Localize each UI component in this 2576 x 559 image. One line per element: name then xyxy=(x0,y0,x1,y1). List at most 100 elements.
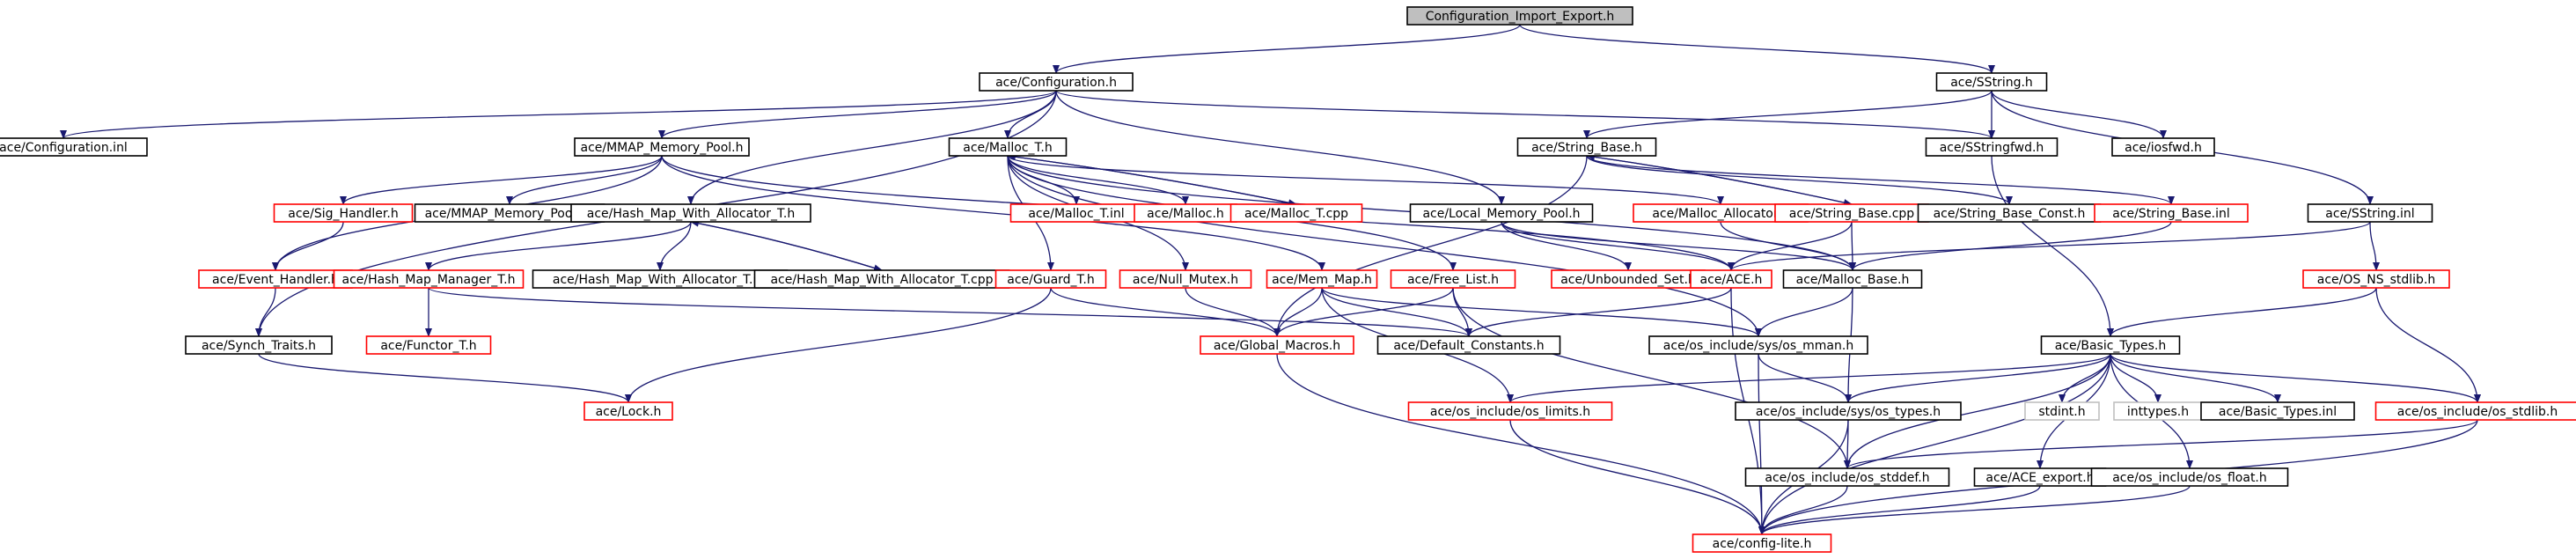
node-label: ace/Global_Macros.h xyxy=(1214,339,1340,353)
node-box xyxy=(574,137,750,157)
node-label: ace/Unbounded_Set.h xyxy=(1560,273,1696,287)
node-box xyxy=(333,269,525,289)
node-box xyxy=(365,335,492,355)
node-hmm-t-h[interactable]: ace/Hash_Map_Manager_T.h xyxy=(333,269,525,289)
edge-ace-export-h-to-config-lite-h xyxy=(1758,485,2041,535)
node-mem-map-h[interactable]: ace/Mem_Map.h xyxy=(1266,269,1378,289)
node-guard-t-h[interactable]: ace/Guard_T.h xyxy=(994,269,1107,289)
edge-free-list-h-to-global-macros-h xyxy=(1273,287,1454,337)
node-event-handler-h[interactable]: ace/Event_Handler.h xyxy=(198,269,353,289)
node-hmwa-cpp[interactable]: ace/Hash_Map_With_Allocator_T.cpp xyxy=(753,269,1010,289)
node-global-macros-h[interactable]: ace/Global_Macros.h xyxy=(1200,335,1354,355)
edge-os-mman-h-to-config-lite-h xyxy=(1758,353,1765,535)
node-string-base-inl[interactable]: ace/String_Base.inl xyxy=(2094,203,2249,223)
node-os-float-h[interactable]: ace/os_include/os_float.h xyxy=(2090,467,2289,487)
node-label: ace/Configuration.h xyxy=(995,76,1117,90)
node-malloc-h[interactable]: ace/Malloc.h xyxy=(1134,203,1237,223)
node-label: ace/Hash_Map_With_Allocator_T.h xyxy=(587,207,795,221)
node-label: ace/Default_Constants.h xyxy=(1393,339,1544,353)
node-string-base-cpp[interactable]: ace/String_Base.cpp xyxy=(1774,203,1929,223)
edge-mem-map-h-to-os-mman-h xyxy=(1321,287,1762,337)
node-default-constants-h[interactable]: ace/Default_Constants.h xyxy=(1376,335,1561,355)
edge-null-mutex-h-to-global-macros-h xyxy=(1185,287,1281,337)
node-malloc-t-cpp[interactable]: ace/Malloc_T.cpp xyxy=(1229,203,1363,223)
node-cfg-inl[interactable]: ace/Configuration.inl xyxy=(0,137,148,157)
edge-sstring-inl-to-ace-h xyxy=(1728,221,2371,271)
edge-root-to-cfg-h xyxy=(1053,24,1521,74)
node-hmwa-h[interactable]: ace/Hash_Map_With_Allocator_T.h xyxy=(570,203,811,223)
node-local-pool-h[interactable]: ace/Local_Memory_Pool.h xyxy=(1409,203,1594,223)
node-stdint-h: stdint.h xyxy=(2024,401,2100,421)
node-malloc-t-inl[interactable]: ace/Malloc_T.inl xyxy=(1009,203,1143,223)
edge-string-base-h-to-global-macros-h xyxy=(1273,155,1588,337)
edge-guard-t-h-to-global-macros-h xyxy=(1050,287,1281,337)
node-iosfwd-h[interactable]: ace/iosfwd.h xyxy=(2111,137,2215,157)
node-box xyxy=(1266,269,1378,289)
node-box xyxy=(2374,401,2576,421)
node-box xyxy=(1735,401,1962,421)
node-label: ace/SStringfwd.h xyxy=(1940,141,2044,155)
node-malloc-base-h[interactable]: ace/Malloc_Base.h xyxy=(1782,269,1923,289)
node-label: ace/Malloc_Base.h xyxy=(1796,273,1910,287)
node-box xyxy=(1690,269,1772,289)
node-null-mutex-h[interactable]: ace/Null_Mutex.h xyxy=(1119,269,1252,289)
node-sig-handler-h[interactable]: ace/Sig_Handler.h xyxy=(273,203,414,223)
node-label: ace/Malloc_T.cpp xyxy=(1244,207,1348,221)
node-mmap-pool-h[interactable]: ace/MMAP_Memory_Pool.h xyxy=(574,137,750,157)
node-label: ace/iosfwd.h xyxy=(2125,141,2202,155)
node-string-base-h[interactable]: ace/String_Base.h xyxy=(1516,137,1657,157)
edge-cfg-h-to-local-pool-h xyxy=(1055,90,1505,205)
node-hmwa-inl[interactable]: ace/Hash_Map_With_Allocator_T.inl xyxy=(532,269,789,289)
edge-os-ns-stdlib-h-to-os-stdlib-h xyxy=(2375,287,2481,403)
node-lock-h[interactable]: ace/Lock.h xyxy=(583,401,673,421)
edge-os-ns-stdlib-h-to-basic-types-h xyxy=(2107,287,2377,337)
node-cfg-h[interactable]: ace/Configuration.h xyxy=(979,72,1134,92)
edge-string-base-cpp-to-string-base-h xyxy=(1586,153,1853,205)
node-os-mman-h[interactable]: ace/os_include/sys/os_mman.h xyxy=(1648,335,1868,355)
node-os-ns-stdlib-h[interactable]: ace/OS_NS_stdlib.h xyxy=(2302,269,2450,289)
edge-os-limits-h-to-config-lite-h xyxy=(1509,419,1765,535)
node-box xyxy=(1935,72,2048,92)
edge-cfg-h-to-hmwa-h xyxy=(687,90,1057,205)
node-config-lite-h[interactable]: ace/config-lite.h xyxy=(1692,533,1832,553)
edge-hmm-t-h-to-default-constants-h xyxy=(428,287,1472,337)
node-label: Configuration_Import_Export.h xyxy=(1426,10,1615,24)
edge-malloc-t-h-to-os-mman-h xyxy=(1007,155,1762,337)
node-functor-t-h[interactable]: ace/Functor_T.h xyxy=(365,335,492,355)
node-basic-types-h[interactable]: ace/Basic_Types.h xyxy=(2040,335,2181,355)
node-string-base-const-h[interactable]: ace/String_Base_Const.h xyxy=(1917,203,2102,223)
node-label: ace/os_include/os_float.h xyxy=(2112,471,2267,485)
node-label: ace/Configuration.inl xyxy=(0,141,128,155)
node-label: ace/ACE.h xyxy=(1700,273,1763,287)
node-os-stdlib-h[interactable]: ace/os_include/os_stdlib.h xyxy=(2374,401,2576,421)
node-box xyxy=(2200,401,2355,421)
edge-string-base-h-to-string-base-inl xyxy=(1586,155,2175,205)
node-malloc-t-h[interactable]: ace/Malloc_T.h xyxy=(948,137,1068,157)
node-sstring-h[interactable]: ace/SString.h xyxy=(1935,72,2048,92)
node-root[interactable]: Configuration_Import_Export.h xyxy=(1406,6,1633,26)
node-label: ace/os_include/os_limits.h xyxy=(1430,405,1590,419)
node-sstringfwd-h[interactable]: ace/SStringfwd.h xyxy=(1925,137,2059,157)
node-unbounded-set-h[interactable]: ace/Unbounded_Set.h xyxy=(1551,269,1706,289)
node-os-types-h[interactable]: ace/os_include/sys/os_types.h xyxy=(1735,401,1962,421)
node-basic-types-inl[interactable]: ace/Basic_Types.inl xyxy=(2200,401,2355,421)
node-label: ace/ACE_export.h xyxy=(1985,471,2094,485)
node-sstring-inl[interactable]: ace/SString.inl xyxy=(2307,203,2433,223)
node-synch-traits-h[interactable]: ace/Synch_Traits.h xyxy=(185,335,333,355)
edge-free-list-h-to-os-stddef-h xyxy=(1452,287,1851,469)
node-ace-h[interactable]: ace/ACE.h xyxy=(1690,269,1772,289)
node-os-limits-h[interactable]: ace/os_include/os_limits.h xyxy=(1407,401,1613,421)
node-mmap-pool-inl[interactable]: ace/MMAP_Memory_Pool.inl xyxy=(414,203,605,223)
edge-os-stdlib-h-to-os-stddef-h xyxy=(1844,419,2478,469)
node-label: ace/String_Base.cpp xyxy=(1789,207,1915,221)
edge-malloc-t-cpp-to-malloc-t-h xyxy=(1007,153,1297,205)
edge-cfg-h-to-malloc-t-h xyxy=(1004,90,1057,139)
node-box xyxy=(994,269,1107,289)
node-free-list-h[interactable]: ace/Free_List.h xyxy=(1390,269,1516,289)
node-label: ace/Free_List.h xyxy=(1407,273,1499,287)
node-label: ace/SString.h xyxy=(1950,76,2033,90)
node-os-stddef-h[interactable]: ace/os_include/os_stddef.h xyxy=(1744,467,1950,487)
node-ace-export-h[interactable]: ace/ACE_export.h xyxy=(1973,467,2107,487)
node-label: ace/Null_Mutex.h xyxy=(1133,273,1238,287)
